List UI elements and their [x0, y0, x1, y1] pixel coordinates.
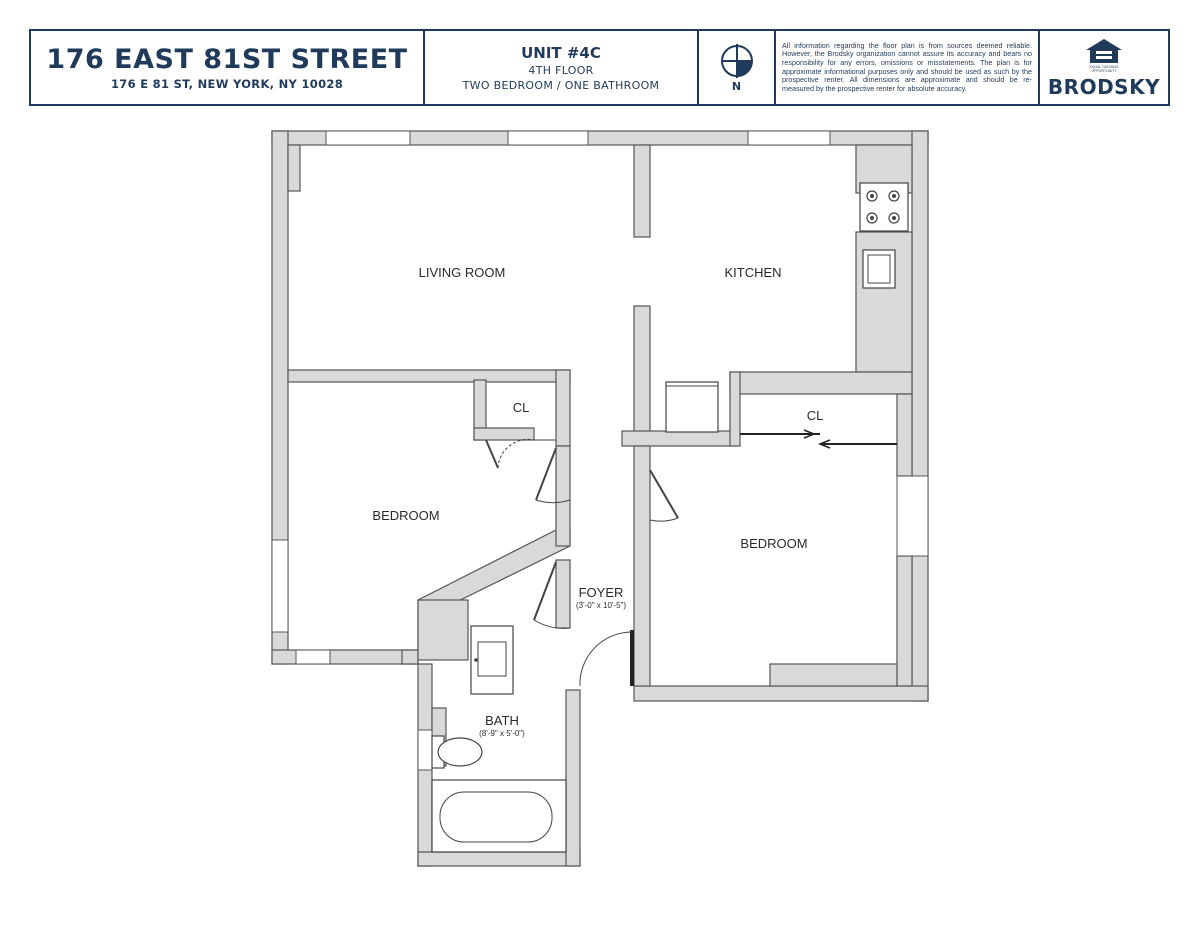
windows: [271, 130, 929, 771]
kitchen-sink-icon: [862, 249, 896, 289]
title-block: 176 EAST 81ST STREET 176 E 81 ST, NEW YO…: [29, 29, 1170, 106]
brand-logo: BRODSKY: [1047, 74, 1161, 99]
bath-dimensions: (8'-9" x 5'-0"): [479, 729, 525, 738]
disclaimer-block: All information regarding the floor plan…: [776, 31, 1040, 104]
refrigerator-icon: [665, 381, 719, 433]
living-room-label: LIVING ROOM: [419, 265, 506, 280]
compass-icon: [720, 43, 753, 78]
bathroom-sink-icon: [470, 625, 514, 695]
unit-block: UNIT #4C 4TH FLOOR TWO BEDROOM / ONE BAT…: [425, 31, 699, 104]
building-address: 176 E 81 ST, NEW YORK, NY 10028: [111, 76, 343, 91]
foyer-dimensions: (3'-0" x 10'-5"): [576, 601, 626, 610]
north-label: N: [731, 79, 742, 93]
stove-icon: [859, 182, 909, 232]
north-block: N: [699, 31, 776, 104]
equal-housing-icon: [1086, 38, 1122, 63]
interior-walls: [287, 144, 913, 767]
kitchen-label: KITCHEN: [724, 265, 781, 280]
room-count: TWO BEDROOM / ONE BATHROOM: [462, 78, 660, 92]
address-block: 176 EAST 81ST STREET 176 E 81 ST, NEW YO…: [31, 31, 425, 104]
doors: [485, 429, 897, 687]
bedroom-label-2: BEDROOM: [740, 536, 807, 551]
closet-label-1: CL: [513, 400, 530, 415]
foyer-label: FOYER: [579, 585, 624, 600]
disclaimer-text: All information regarding the floor plan…: [782, 40, 1032, 93]
bedroom-label-1: BEDROOM: [372, 508, 439, 523]
bath-label: BATH: [485, 713, 519, 728]
logo-block: EQUAL HOUSING OPPORTUNITY BRODSKY: [1040, 31, 1168, 104]
toilet-icon: [431, 735, 483, 769]
bathtub-icon: [431, 779, 567, 853]
equal-housing-text: EQUAL HOUSING OPPORTUNITY: [1089, 64, 1119, 73]
building-title: 176 EAST 81ST STREET: [46, 43, 408, 75]
exterior-walls: [271, 130, 929, 867]
closet-label-2: CL: [807, 408, 824, 423]
floor-label: 4TH FLOOR: [528, 63, 594, 77]
unit-number: UNIT #4C: [521, 43, 601, 62]
